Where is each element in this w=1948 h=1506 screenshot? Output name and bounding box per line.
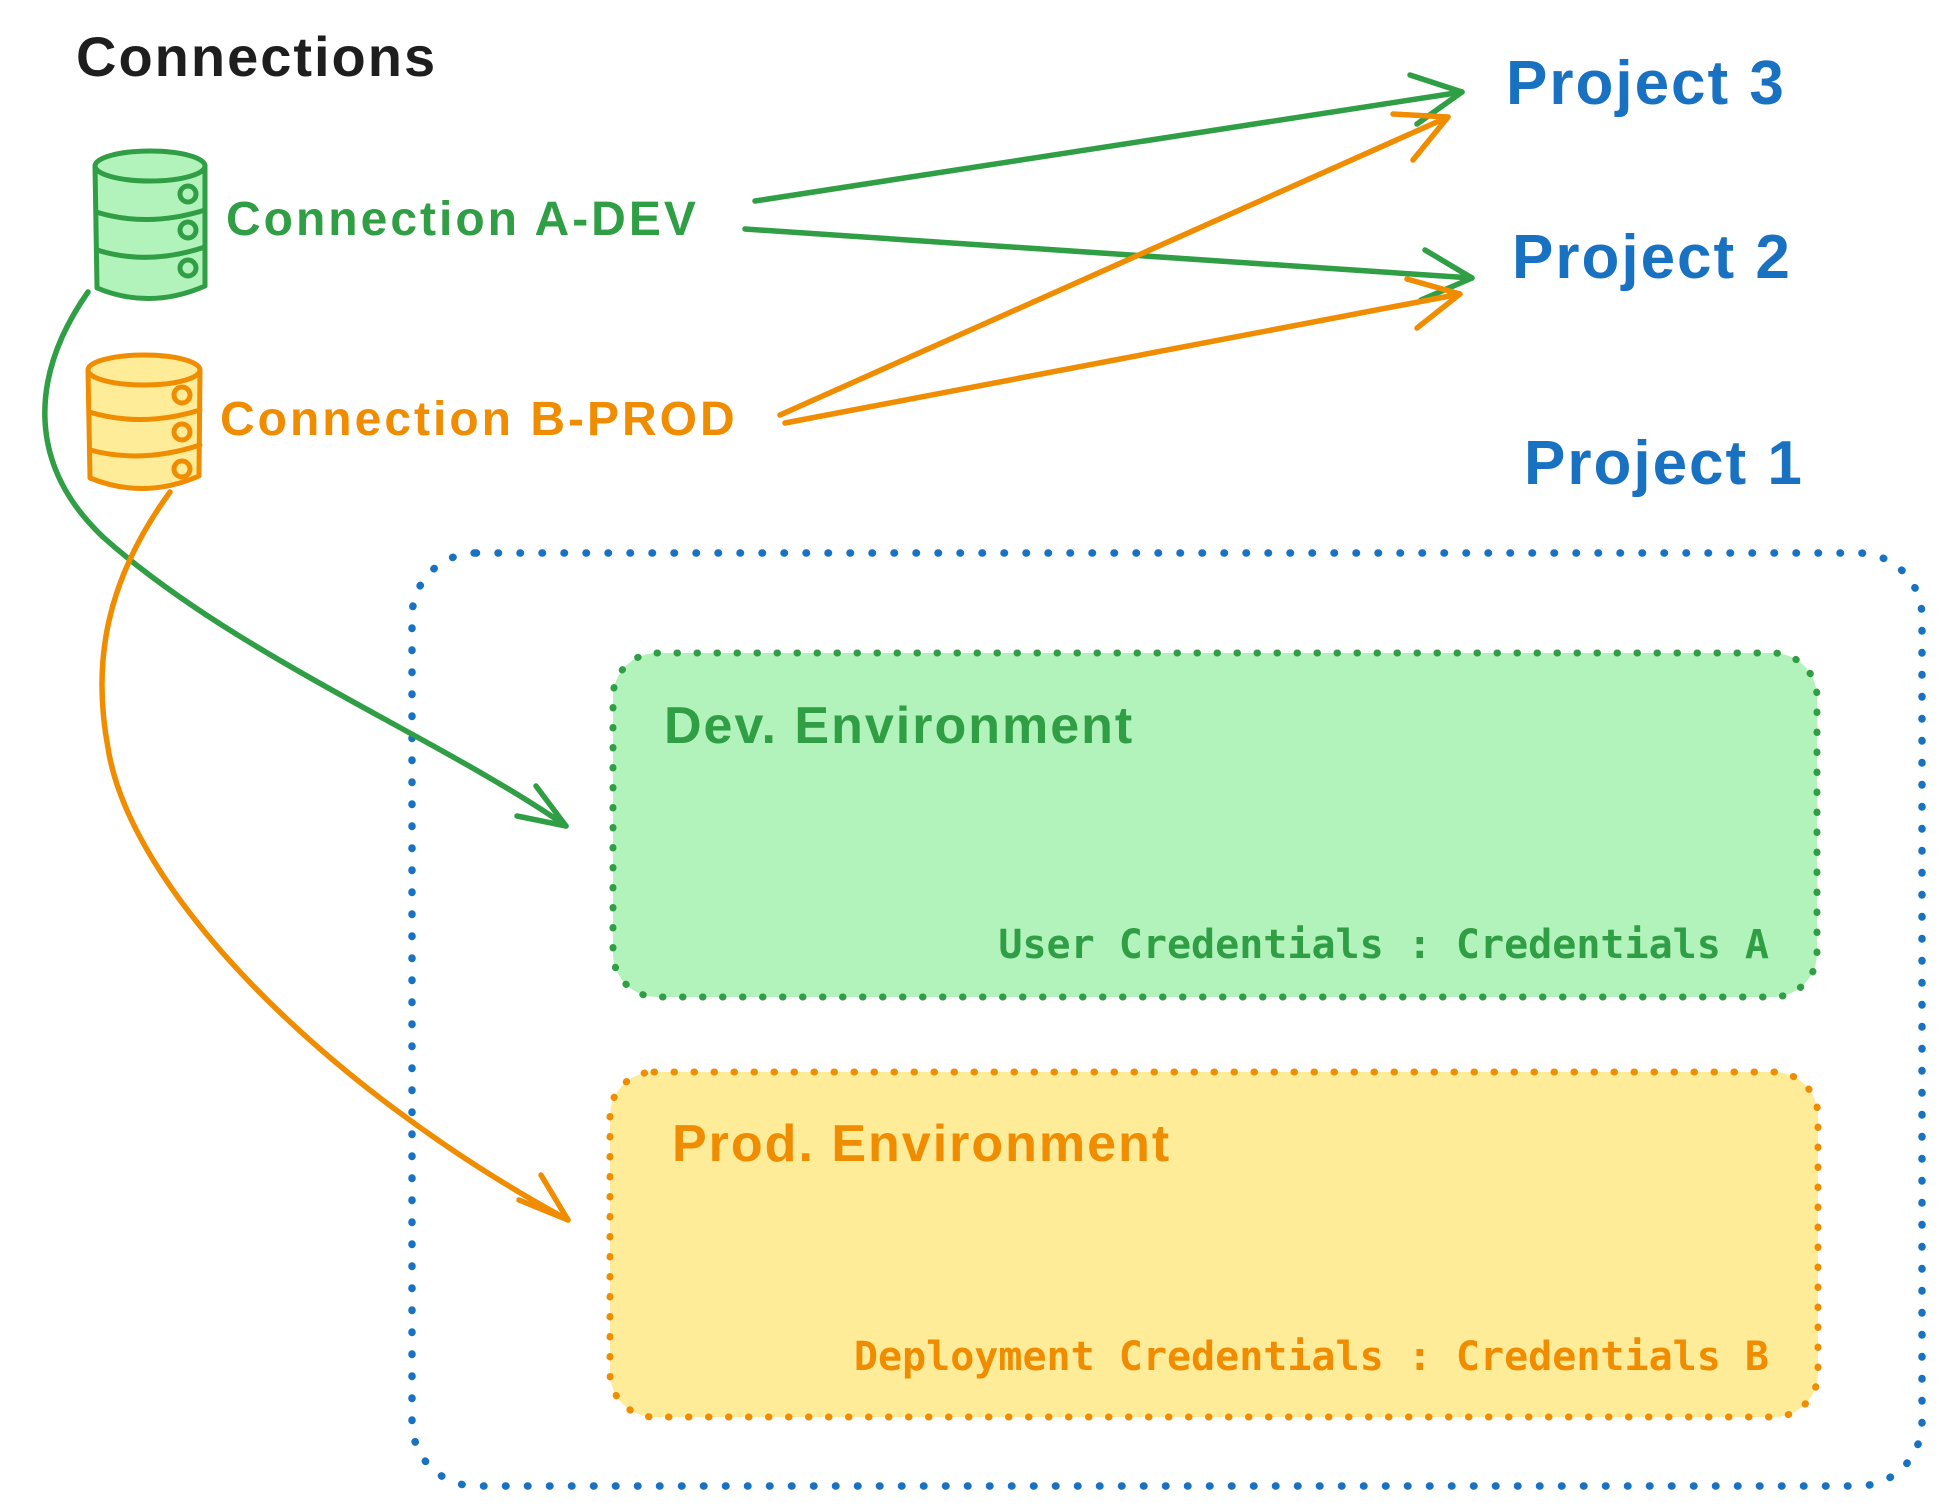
disk-dot bbox=[177, 257, 199, 279]
disk-dot bbox=[171, 458, 193, 480]
arrow-shaft bbox=[777, 114, 1451, 418]
project-2-label: Project 2 bbox=[1512, 223, 1792, 292]
cylinder-divider bbox=[87, 442, 203, 459]
connection-b-prod-label: Connection B-PROD bbox=[220, 393, 738, 446]
prod-environment-credentials: Deployment Credentials : Credentials B bbox=[853, 1334, 1769, 1380]
arrow-shaft bbox=[782, 291, 1463, 426]
arrowhead-icon bbox=[1390, 111, 1451, 163]
cylinder-top bbox=[85, 352, 203, 388]
disk-dot bbox=[171, 384, 193, 406]
arrow-adev-to-project2 bbox=[742, 226, 1475, 303]
arrow-shaft bbox=[752, 89, 1465, 204]
curved-arrow-bprod-to-prod-environment bbox=[99, 489, 571, 1223]
project-1-label: Project 1 bbox=[1524, 429, 1804, 498]
arrow-shaft bbox=[742, 226, 1475, 281]
dev-environment-title: Dev. Environment bbox=[664, 697, 1135, 755]
arrowhead-icon bbox=[516, 1172, 571, 1223]
cylinder-divider bbox=[94, 244, 208, 260]
connection-a-dev-label: Connection A-DEV bbox=[226, 193, 699, 246]
cylinder-top bbox=[92, 148, 208, 184]
project1-container-box bbox=[408, 549, 1926, 1490]
arrowhead-icon bbox=[1407, 72, 1465, 127]
curved-arrow-adev-to-dev-environment bbox=[42, 289, 569, 829]
disk-dot bbox=[177, 183, 199, 205]
database-icon-b-prod bbox=[85, 352, 203, 491]
arrow-adev-to-project3 bbox=[752, 72, 1465, 204]
prod-environment-title: Prod. Environment bbox=[672, 1115, 1172, 1173]
arrow-bprod-to-project3 bbox=[777, 111, 1451, 418]
arrow-shaft bbox=[99, 489, 571, 1223]
dev-environment-box bbox=[609, 649, 1821, 1001]
arrowhead-icon bbox=[514, 783, 569, 829]
disk-dot bbox=[177, 219, 199, 241]
database-icon-a-dev bbox=[92, 148, 208, 301]
project-3-label: Project 3 bbox=[1506, 49, 1786, 118]
diagram-title: Connections bbox=[76, 25, 438, 88]
arrow-bprod-to-project2 bbox=[782, 276, 1463, 426]
dev-environment-credentials: User Credentials : Credentials A bbox=[998, 922, 1769, 968]
cylinder-divider bbox=[86, 407, 203, 423]
arrowhead-icon bbox=[1404, 276, 1463, 331]
cylinder-divider bbox=[93, 207, 208, 223]
prod-environment-box bbox=[606, 1068, 1822, 1421]
disk-dot bbox=[171, 421, 193, 443]
arrow-shaft bbox=[42, 289, 569, 829]
arrowhead-icon bbox=[1418, 247, 1475, 303]
